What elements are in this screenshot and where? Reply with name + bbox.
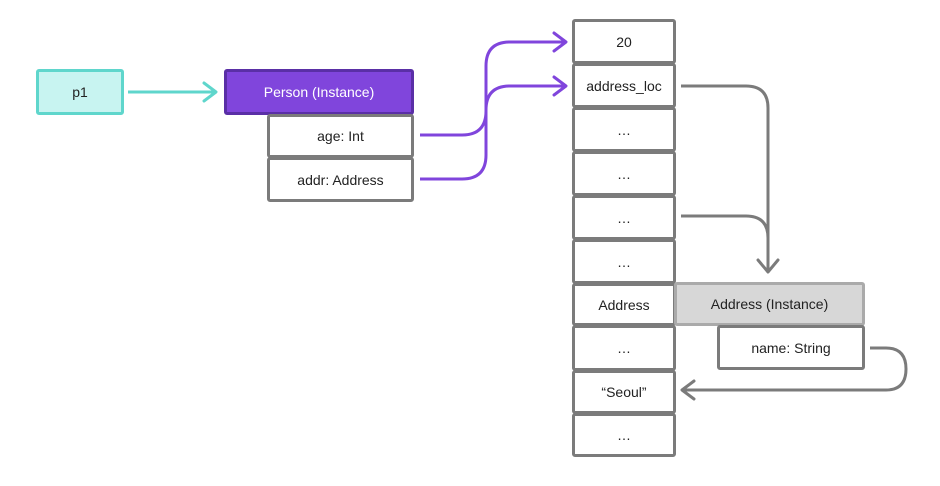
arrowhead-addr-to-address-loc [552, 75, 568, 97]
memory-cell: … [572, 413, 676, 457]
memory-cell-value: “Seoul” [601, 384, 647, 400]
memory-cell: 20 [572, 19, 676, 64]
memory-cell-value: … [617, 340, 631, 356]
memory-cell-value: … [617, 427, 631, 443]
memory-cell: “Seoul” [572, 370, 676, 414]
memory-cell: … [572, 195, 676, 240]
memory-cell: address_loc [572, 63, 676, 108]
person-instance-title: Person (Instance) [263, 84, 375, 100]
arrowhead-name-to-seoul [680, 379, 696, 401]
address-field-name-label: name: String [751, 339, 831, 356]
arrow-name-to-seoul [684, 346, 908, 392]
arrowhead-p1-to-person [202, 81, 218, 103]
memory-cell-value: Address [598, 296, 650, 313]
person-field-age: age: Int [267, 114, 414, 158]
memory-cell: … [572, 239, 676, 284]
memory-cell-value: … [617, 209, 631, 226]
address-instance-title: Address (Instance) [710, 296, 829, 312]
arrow-cell-to-instance [681, 214, 770, 239]
variable-p1-label: p1 [72, 84, 88, 100]
memory-cell: … [572, 107, 676, 152]
variable-p1: p1 [36, 69, 124, 115]
person-instance-header: Person (Instance) [224, 69, 414, 115]
person-field-addr-label: addr: Address [297, 171, 384, 188]
memory-cell: … [572, 151, 676, 196]
person-field-age-label: age: Int [317, 128, 364, 144]
arrowhead-age-to-20 [552, 31, 568, 53]
memory-cell-value: … [617, 253, 631, 270]
arrow-addr-to-address-loc [420, 84, 564, 181]
memory-cell-value: address_loc [586, 77, 662, 94]
memory-cell-value: … [617, 121, 631, 138]
arrow-age-to-20 [420, 40, 564, 137]
address-field-name: name: String [717, 325, 865, 370]
arrow-address-loc-to-instance [681, 84, 770, 270]
memory-cell-value: 20 [616, 33, 632, 50]
address-instance-header: Address (Instance) [674, 282, 865, 326]
person-field-addr: addr: Address [267, 157, 414, 202]
arrowhead-to-instance [756, 258, 780, 274]
memory-cell-value: … [617, 165, 631, 182]
memory-cell: … [572, 325, 676, 371]
memory-cell: Address [572, 283, 676, 326]
